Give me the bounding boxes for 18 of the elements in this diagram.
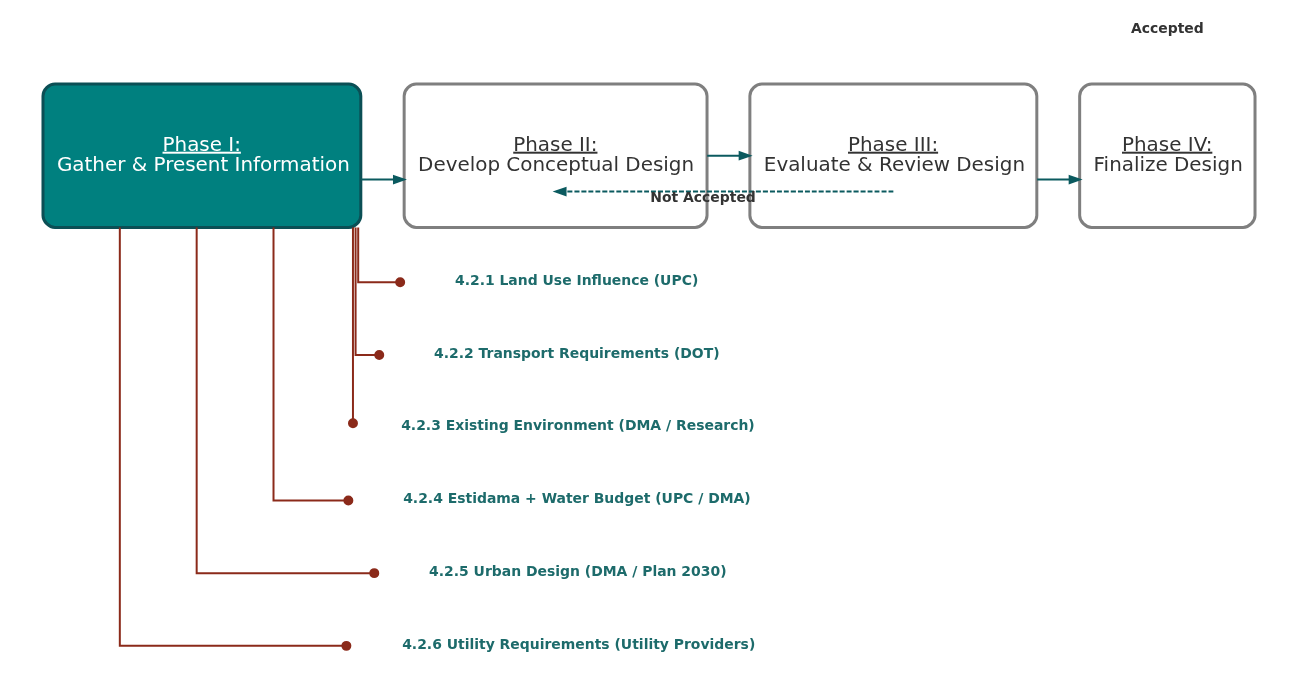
connector (357, 226, 406, 288)
node-text: 4.2.2 Transport Requirements (DOT) (434, 344, 720, 361)
arrow (1036, 174, 1083, 185)
arrow (706, 150, 753, 161)
connector (354, 226, 385, 360)
connector (195, 226, 380, 579)
arrow (359, 174, 407, 185)
connector (348, 226, 358, 429)
node-box: Phase IV: Finalize Design (1078, 82, 1257, 229)
connector (272, 226, 354, 506)
node-text: 4.2.6 Utility Requirements (Utility Providers) (402, 635, 756, 652)
node-text: 4.2.3 Existing Environment (DMA / Research) (401, 417, 755, 434)
node-box: Phase I: Gather & Present Information (41, 82, 363, 229)
node-text: 4.2.5 Urban Design (DMA / Plan 2030) (429, 562, 727, 579)
connector (118, 226, 352, 651)
node-text: 4.2.1 Land Use Influence (UPC) (454, 271, 699, 288)
label: Accepted (1130, 19, 1204, 36)
node-text: 4.2.4 Estidama + Water Budget (UPC / DMA) (403, 490, 751, 507)
